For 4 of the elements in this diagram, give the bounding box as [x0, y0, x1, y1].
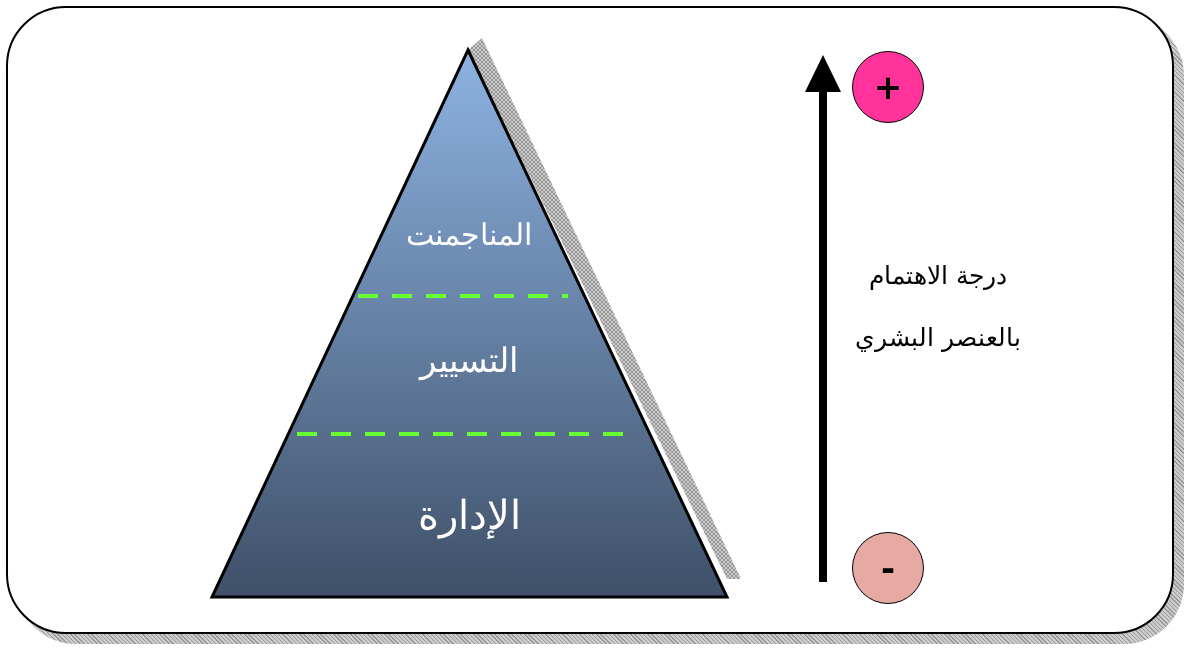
tier-label: التسيير: [417, 339, 520, 383]
axis-label: درجة الاهتمام بالعنصر البشري: [854, 260, 1022, 354]
tier-label: الإدارة: [417, 491, 522, 541]
tier-label: المناجمنت: [404, 216, 533, 254]
